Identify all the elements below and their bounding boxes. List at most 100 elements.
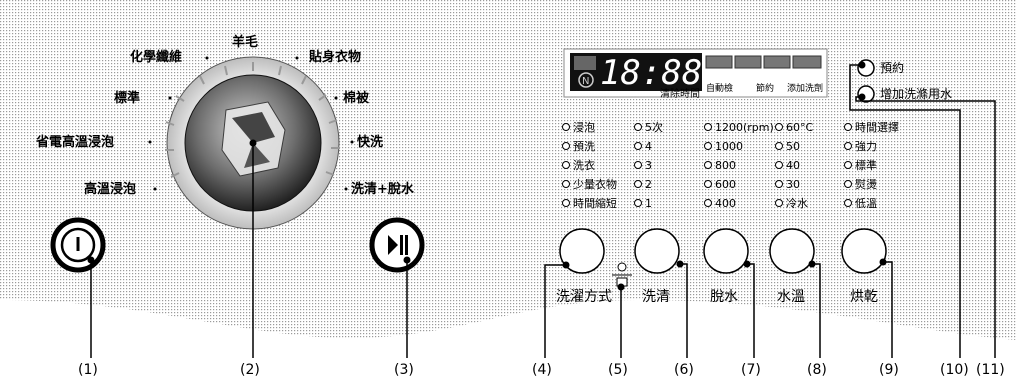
dry-mode-indicator-icon xyxy=(844,199,852,207)
wash-method-button[interactable] xyxy=(559,228,605,274)
callout-labels: (1) (2) (3) (4) (5) (6) (7) (8) (9) (10)… xyxy=(78,362,1005,378)
rinse-count-option: 5次 xyxy=(645,120,663,134)
rinse-count-indicator-icon xyxy=(634,180,642,188)
spin-speed-indicator-icon xyxy=(704,161,712,169)
dry-mode-option: 標準 xyxy=(855,158,877,172)
svg-text:N: N xyxy=(582,76,589,87)
program-synthetic: 化學纖維 xyxy=(130,49,182,65)
display-n-icon xyxy=(578,72,594,88)
water-temp-indicator-icon xyxy=(775,123,783,131)
dial-program-labels: 羊毛 化學纖維 標準 省電高溫浸泡 高溫浸泡 貼身衣物 棉被 快洗 洗清+脫水 xyxy=(35,34,415,197)
spin-speed-indicator-icon xyxy=(704,180,712,188)
wash-step-option: 少量衣物 xyxy=(573,177,617,191)
wash-step-indicator-icon xyxy=(562,199,570,207)
callout-2: (2) xyxy=(240,362,260,378)
wash-step-option: 時間縮短 xyxy=(573,196,617,210)
water-temp-option: 60°C xyxy=(786,121,813,134)
wash-method-label: 洗濯方式 xyxy=(556,289,612,305)
spin-speed-option: 800 xyxy=(715,159,736,172)
water-temp-option: 50 xyxy=(786,140,800,153)
dry-mode-option: 低溫 xyxy=(855,196,877,210)
display-sub-label: 清除時間 xyxy=(660,87,700,100)
spin-speed-option: 1000 xyxy=(715,140,743,153)
function-button-labels: 洗濯方式 洗清 脫水 水溫 烘乾 xyxy=(556,289,878,305)
dry-label: 烘乾 xyxy=(850,289,878,305)
water-temp-button[interactable] xyxy=(769,228,815,274)
callout-1: (1) xyxy=(78,362,98,378)
program-delicates: 貼身衣物 xyxy=(309,49,361,65)
dry-mode-option: 時間選擇 xyxy=(855,120,899,134)
callout-7: (7) xyxy=(741,362,761,378)
dry-mode-indicator-icon xyxy=(844,123,852,131)
display-indicator-chips xyxy=(705,55,822,69)
water-temp-option: 冷水 xyxy=(786,197,808,210)
rinse-label: 洗清 xyxy=(642,289,670,305)
spin-label: 脫水 xyxy=(710,289,738,305)
rinse-count-indicator-icon xyxy=(634,123,642,131)
callout-4: (4) xyxy=(532,362,552,378)
dry-mode-indicator-icon xyxy=(844,161,852,169)
program-eco-hot-soak: 省電高溫浸泡 xyxy=(35,134,114,150)
options-column-spin-speed: 1200(rpm) 1000 800 600 400 xyxy=(704,121,774,210)
callout-3: (3) xyxy=(394,362,414,378)
water-temp-indicator-icon xyxy=(775,180,783,188)
spin-speed-indicator-icon xyxy=(704,142,712,150)
water-temp-indicator-icon xyxy=(775,199,783,207)
wash-step-option: 浸泡 xyxy=(573,120,595,134)
spin-speed-option: 400 xyxy=(715,197,736,210)
wash-step-indicator-icon xyxy=(562,142,570,150)
wash-step-indicator-icon xyxy=(562,123,570,131)
display-panel: N 18:88 清除時間 自動檢 節約 添加洗劑 xyxy=(563,48,828,100)
callout-5: (5) xyxy=(608,362,628,378)
dry-mode-indicator-icon xyxy=(844,180,852,188)
spin-speed-option: 600 xyxy=(715,178,736,191)
rinse-count-option: 4 xyxy=(645,140,652,153)
spin-speed-indicator-icon xyxy=(704,123,712,131)
wash-step-indicator-icon xyxy=(562,161,570,169)
rinse-count-option: 3 xyxy=(645,159,652,172)
callout-leader-lines xyxy=(90,64,996,358)
program-standard: 標準 xyxy=(114,90,140,106)
program-rinse-spin: 洗清+脫水 xyxy=(351,181,415,197)
water-temp-label: 水溫 xyxy=(777,289,805,305)
callout-10: (10) xyxy=(940,362,969,378)
function-buttons xyxy=(559,228,887,274)
rinse-button[interactable] xyxy=(634,228,680,274)
rinse-count-indicator-icon xyxy=(634,161,642,169)
dry-button[interactable] xyxy=(841,228,887,274)
rinse-count-option: 1 xyxy=(645,197,652,210)
program-wool: 羊毛 xyxy=(232,34,258,50)
spin-button[interactable] xyxy=(703,228,749,274)
program-hot-soak: 高溫浸泡 xyxy=(84,181,136,197)
wash-step-option: 預洗 xyxy=(573,140,595,153)
display-chip-save: 節約 xyxy=(756,82,774,94)
program-quick: 快洗 xyxy=(357,134,383,150)
spin-speed-option: 1200(rpm) xyxy=(715,121,774,134)
extra-rinse-water-label: 增加洗滌用水 xyxy=(880,86,952,101)
start-pause-button[interactable] xyxy=(369,217,425,273)
water-temp-option: 40 xyxy=(786,159,800,172)
wash-step-option: 洗衣 xyxy=(573,158,595,172)
dry-mode-option: 熨燙 xyxy=(855,177,877,191)
display-time: 18:88 xyxy=(600,53,702,93)
options-column-rinse-count: 5次 4 3 2 1 xyxy=(634,120,663,210)
child-lock-icon xyxy=(612,262,632,287)
display-indicator-icon xyxy=(574,56,596,70)
display-chip-auto: 自動檢 xyxy=(706,82,733,94)
display-chip-detergent: 添加洗劑 xyxy=(787,82,823,94)
dial-tick-marks xyxy=(165,62,340,178)
rinse-count-option: 2 xyxy=(645,178,652,191)
reserve-label: 預約 xyxy=(880,60,904,75)
callout-6: (6) xyxy=(674,362,694,378)
power-button[interactable] xyxy=(50,217,106,273)
dry-mode-option: 強力 xyxy=(855,140,877,153)
water-temp-indicator-icon xyxy=(775,161,783,169)
wash-step-indicator-icon xyxy=(562,180,570,188)
spin-speed-indicator-icon xyxy=(704,199,712,207)
